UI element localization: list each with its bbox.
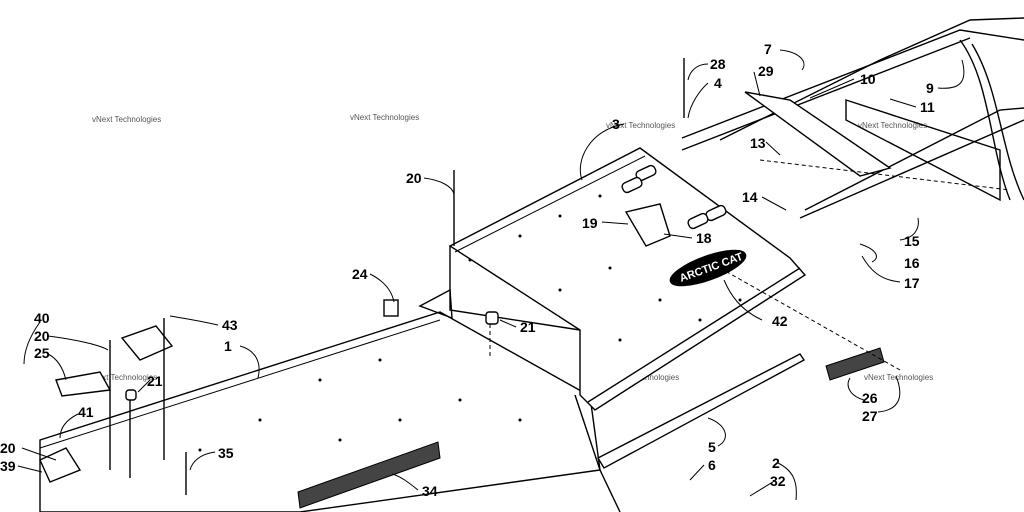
mesh-panel bbox=[845, 99, 1001, 202]
callout-label: 9 bbox=[926, 80, 934, 96]
callout-label: 15 bbox=[904, 233, 920, 249]
part-41 bbox=[39, 447, 82, 483]
watermark: vNext Technologies bbox=[606, 121, 675, 130]
rail-5 bbox=[597, 353, 806, 469]
callout-label: 28 bbox=[710, 56, 726, 72]
callout-label: 21 bbox=[147, 373, 163, 389]
tunnel-edge bbox=[39, 319, 441, 449]
callout-label: 7 bbox=[764, 41, 772, 57]
hood-crease bbox=[454, 155, 646, 253]
callout-label: 20 bbox=[0, 440, 16, 456]
callout-label: 29 bbox=[758, 63, 774, 79]
leader-lines bbox=[17, 49, 965, 501]
callout-label: 42 bbox=[772, 313, 788, 329]
callout-label: 17 bbox=[904, 275, 920, 291]
watermark: vNext Technologies bbox=[858, 121, 927, 130]
decal-24 bbox=[383, 299, 399, 317]
rear-bumper bbox=[681, 37, 971, 151]
callout-label: 4 bbox=[714, 75, 722, 91]
bumper-rail bbox=[719, 17, 1024, 141]
callout-label: 21 bbox=[520, 319, 536, 335]
bumper-strut bbox=[959, 39, 1011, 201]
callout-label: 14 bbox=[742, 189, 758, 205]
grommet-21 bbox=[485, 311, 499, 325]
callout-label: 27 bbox=[862, 408, 878, 424]
hood-lower-edge bbox=[587, 267, 801, 403]
bumper-strut bbox=[971, 43, 1024, 201]
center-bracket bbox=[624, 203, 671, 247]
callout-label: 18 bbox=[696, 230, 712, 246]
callout-label: 2 bbox=[772, 455, 780, 471]
watermark: vNext Technologies bbox=[864, 373, 933, 382]
grommet-21 bbox=[125, 389, 137, 401]
hood-front-face bbox=[449, 246, 581, 331]
vent-slot bbox=[621, 176, 643, 194]
tunnel-deck bbox=[39, 311, 601, 512]
flap-29 bbox=[744, 91, 892, 177]
callout-label: 11 bbox=[920, 99, 935, 115]
assembly-line bbox=[719, 267, 901, 371]
bracket-25 bbox=[55, 371, 112, 397]
callout-label: 3 bbox=[612, 116, 620, 132]
callout-label: 10 bbox=[860, 71, 876, 87]
callout-label: 24 bbox=[352, 266, 368, 282]
vent-slot bbox=[687, 212, 709, 230]
watermark: vNext Technologies bbox=[92, 115, 161, 124]
callout-label: 35 bbox=[218, 445, 234, 461]
callout-label: 20 bbox=[34, 328, 50, 344]
callout-label: 16 bbox=[904, 255, 920, 271]
callout-label: 13 bbox=[750, 135, 766, 151]
callout-label: 34 bbox=[422, 483, 438, 499]
bumper-rail bbox=[804, 107, 1024, 211]
callout-label: 41 bbox=[78, 404, 94, 420]
callout-label: 40 bbox=[34, 310, 50, 326]
callout-label: 32 bbox=[770, 473, 786, 489]
bumper-rail bbox=[799, 119, 1024, 219]
callout-label: 1 bbox=[224, 338, 232, 354]
callout-label: 6 bbox=[708, 457, 716, 473]
reflector-34 bbox=[297, 441, 441, 509]
module-43 bbox=[120, 325, 174, 361]
callout-label: 43 bbox=[222, 317, 238, 333]
callout-label: 19 bbox=[582, 215, 598, 231]
tunnel-assembly: ARCTIC CAT bbox=[39, 17, 1024, 512]
reflector-26 bbox=[825, 347, 885, 381]
callout-label: 39 bbox=[0, 458, 16, 474]
callout-label: 5 bbox=[708, 439, 716, 455]
rivet-dots bbox=[198, 194, 742, 452]
tunnel-side bbox=[574, 394, 621, 512]
watermark: vNext Technologies bbox=[350, 113, 419, 122]
callout-label: 25 bbox=[34, 345, 50, 361]
callout-labels: 1 2 3 4 5 6 7 9 10 11 13 14 15 16 17 18 … bbox=[0, 41, 935, 499]
hood-flange bbox=[418, 288, 453, 320]
watermark: vNext Technologies bbox=[88, 373, 157, 382]
callout-label: 20 bbox=[406, 170, 422, 186]
callout-label: 26 bbox=[862, 390, 878, 406]
